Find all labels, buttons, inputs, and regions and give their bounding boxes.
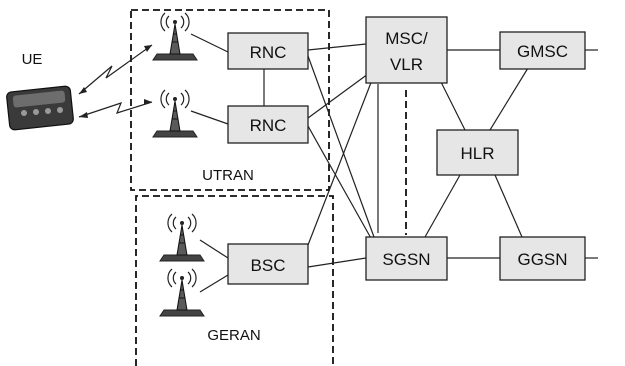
svg-text:GMSC: GMSC bbox=[517, 42, 568, 61]
radio-tower-icon bbox=[159, 268, 205, 317]
node-ggsn: GGSN bbox=[499, 236, 586, 281]
geran-region-box bbox=[135, 195, 334, 366]
svg-text:MSC/: MSC/ bbox=[385, 29, 428, 48]
svg-text:SGSN: SGSN bbox=[382, 250, 430, 269]
node-rnc-lower: RNC bbox=[227, 105, 309, 144]
geran-label: GERAN bbox=[207, 327, 260, 344]
node-msc-vlr: MSC/ VLR bbox=[365, 16, 448, 84]
radio-tower-icon bbox=[152, 89, 198, 138]
radio-link-upper bbox=[78, 44, 153, 95]
network-links bbox=[190, 33, 598, 293]
node-bsc: BSC bbox=[227, 243, 309, 285]
utran-label: UTRAN bbox=[202, 167, 254, 184]
svg-text:HLR: HLR bbox=[460, 144, 494, 163]
node-sgsn: SGSN bbox=[365, 236, 448, 281]
node-hlr: HLR bbox=[436, 129, 519, 176]
svg-text:VLR: VLR bbox=[390, 55, 423, 74]
radio-tower-icon bbox=[159, 213, 205, 262]
utran-region-box bbox=[130, 9, 330, 191]
radio-tower-icon bbox=[152, 12, 198, 61]
svg-text:GGSN: GGSN bbox=[517, 250, 567, 269]
svg-text:RNC: RNC bbox=[250, 116, 287, 135]
mobile-handset-icon bbox=[6, 85, 74, 131]
radio-link-lower bbox=[78, 99, 153, 118]
node-rnc-upper: RNC bbox=[227, 32, 309, 70]
svg-text:BSC: BSC bbox=[251, 256, 286, 275]
ue-device: UE bbox=[6, 51, 74, 131]
ue-label: UE bbox=[22, 51, 43, 68]
svg-text:RNC: RNC bbox=[250, 43, 287, 62]
node-gmsc: GMSC bbox=[499, 31, 586, 70]
